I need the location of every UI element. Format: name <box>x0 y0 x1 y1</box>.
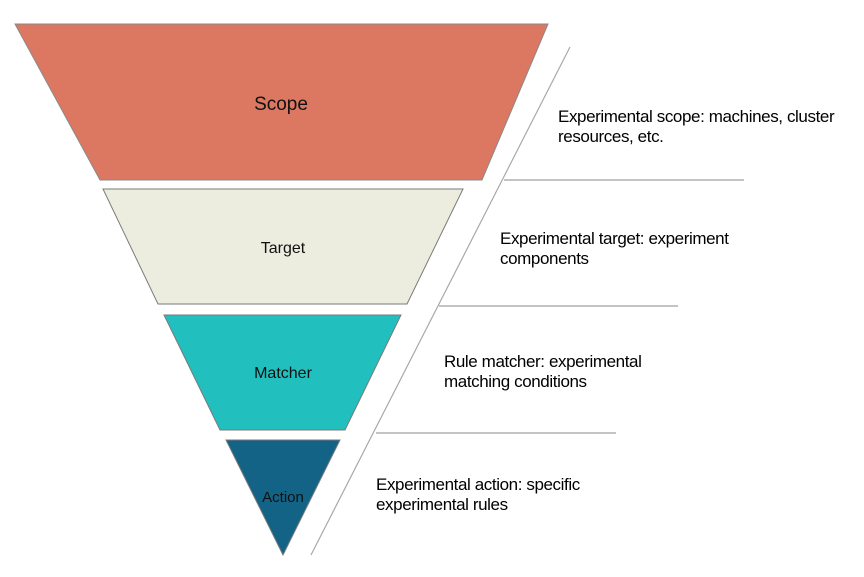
scope-description-line2: resources, etc. <box>558 127 664 146</box>
action-description: Experimental action: specific experiment… <box>376 475 580 515</box>
action-segment <box>225 439 341 557</box>
scope-label: Scope <box>254 94 308 115</box>
action-label: Action <box>262 489 304 506</box>
scope-description: Experimental scope: machines, cluster re… <box>558 107 835 147</box>
scope-description-line1: Experimental scope: machines, cluster <box>558 107 835 126</box>
target-segment <box>102 188 464 305</box>
target-description-line1: Experimental target: experiment <box>500 229 729 248</box>
action-description-line2: experimental rules <box>376 495 508 514</box>
matcher-description-line2: matching conditions <box>444 372 587 391</box>
target-label: Target <box>261 240 306 257</box>
action-description-line1: Experimental action: specific <box>376 475 580 494</box>
target-description: Experimental target: experiment componen… <box>500 229 729 269</box>
matcher-description-line1: Rule matcher: experimental <box>444 352 642 371</box>
matcher-description: Rule matcher: experimental matching cond… <box>444 352 642 392</box>
matcher-segment <box>163 314 402 431</box>
matcher-label: Matcher <box>254 365 312 382</box>
target-description-line2: components <box>500 249 589 268</box>
scope-segment <box>14 23 549 181</box>
diagonal-divider <box>310 46 571 556</box>
